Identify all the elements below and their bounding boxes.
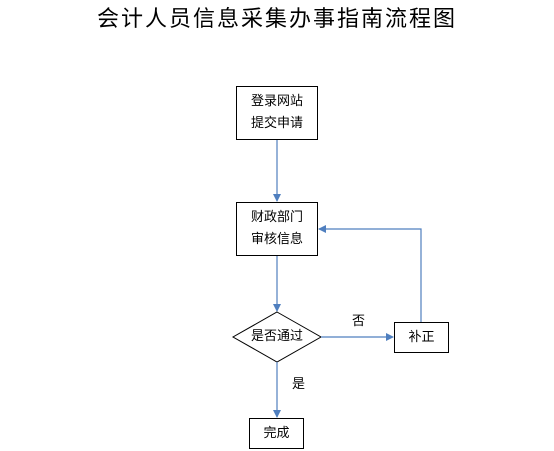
page-title: 会计人员信息采集办事指南流程图 xyxy=(96,7,457,32)
review-node-line1: 财政部门 xyxy=(250,210,303,225)
login-node-line2: 提交申请 xyxy=(250,116,303,131)
correction-node-label: 补正 xyxy=(408,329,435,345)
done-node: 完成 xyxy=(249,418,304,449)
review-node-line2: 审核信息 xyxy=(250,232,303,247)
done-node-label: 完成 xyxy=(263,425,290,441)
arrow-correction-to-review xyxy=(318,225,422,322)
login-submit-node: 登录网站 提交申请 xyxy=(236,86,318,140)
decision-node-label: 是否通过 xyxy=(250,329,303,344)
finance-review-node: 财政部门 审核信息 xyxy=(236,202,318,256)
no-branch-label: 否 xyxy=(352,314,366,329)
yes-branch-label: 是 xyxy=(292,377,306,392)
correction-node: 补正 xyxy=(394,322,449,353)
login-node-line1: 登录网站 xyxy=(250,94,303,109)
